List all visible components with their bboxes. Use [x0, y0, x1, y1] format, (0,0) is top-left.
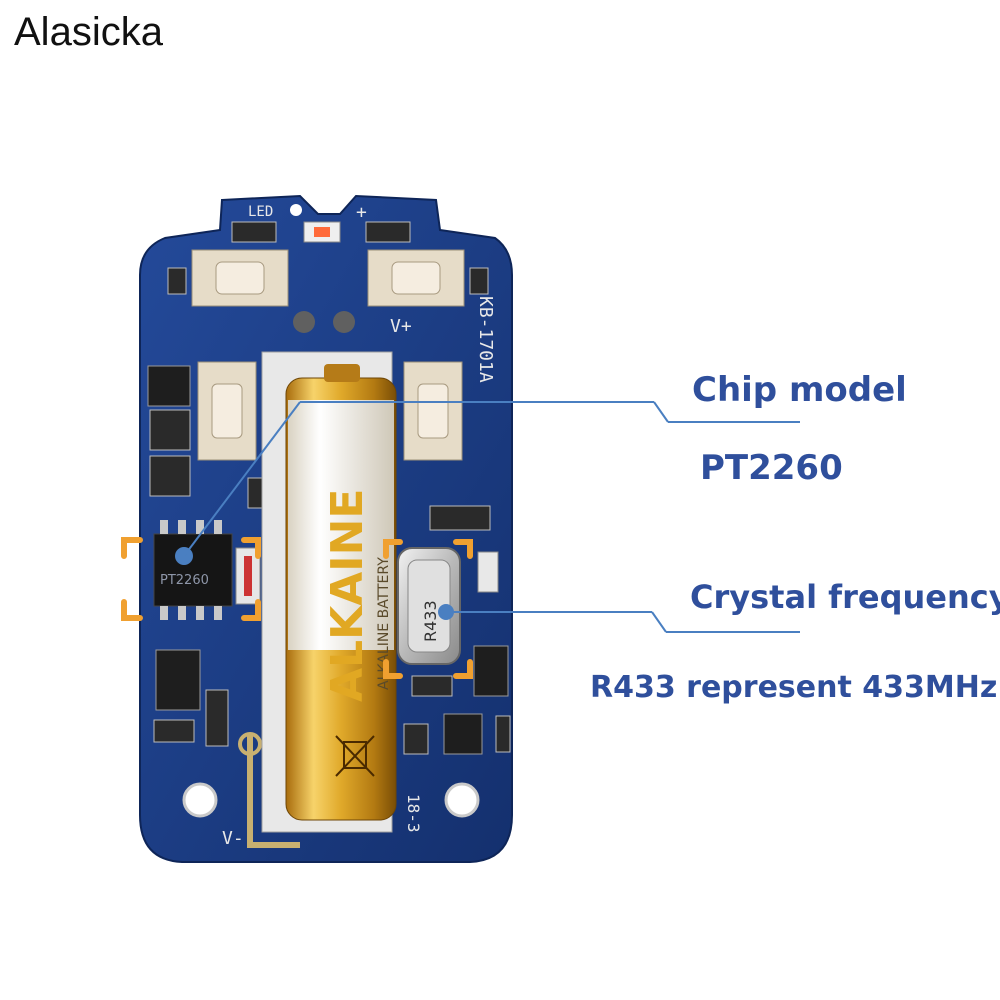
pt2260-chip [153, 520, 233, 620]
silk-plus: + [356, 202, 367, 223]
crystal-frequency-value: R433 represent 433MHz [590, 670, 998, 705]
crystal-oscillator: R433 [397, 547, 461, 665]
silk-model: KB-1701A [475, 296, 496, 383]
crystal-marking-text: R433 [421, 600, 440, 642]
silk-date: 18-3 [404, 794, 423, 833]
tact-switch-side-left [197, 361, 257, 461]
battery-brand-text: ALKAINE [322, 489, 373, 703]
battery-subtitle-text: ALKALINE BATTERY [376, 557, 392, 690]
tact-switch-side-right [403, 361, 463, 461]
brand-logo-text: Alasicka [14, 10, 163, 54]
mounting-hole-left [182, 782, 218, 818]
chip-marking-text: PT2260 [160, 573, 209, 588]
silk-vplus: V+ [390, 316, 412, 337]
leader-line-chip [175, 401, 800, 565]
tact-switch-top-right [367, 249, 465, 307]
crystal-frequency-title: Crystal frequency [690, 578, 1000, 616]
mounting-hole-right [444, 782, 480, 818]
silk-led: LED [248, 204, 273, 220]
battery: ALKAINE ALKALINE BATTERY [285, 364, 397, 821]
chip-highlight-bracket [121, 537, 261, 621]
crystal-highlight-bracket [383, 539, 473, 679]
chip-model-title: Chip model [692, 370, 907, 410]
silk-vminus: V- [222, 828, 244, 849]
tact-switch-top-left [191, 249, 289, 307]
chip-model-value: PT2260 [700, 448, 843, 488]
leader-line-crystal [438, 604, 800, 633]
